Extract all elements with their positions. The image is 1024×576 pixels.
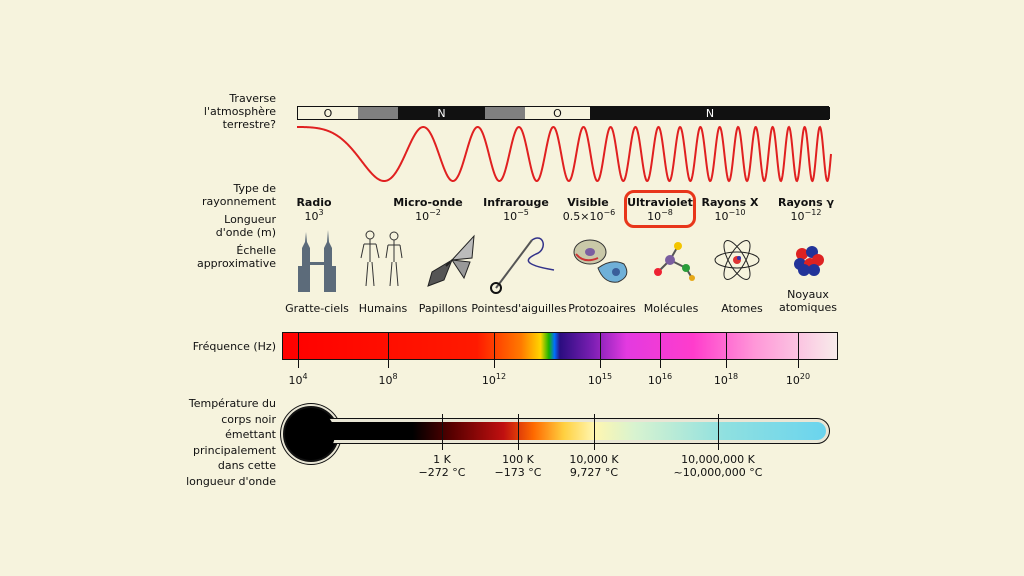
temp-tick (442, 414, 443, 450)
temp-tick (594, 414, 595, 450)
freq-tick-label: 104 (288, 372, 308, 388)
freq-tick (600, 332, 601, 368)
object-molecules: Molécules (643, 302, 699, 315)
wavelength-radio: 103 (304, 208, 324, 224)
atmo-segment-partial-1 (358, 107, 398, 119)
object-butterflies: Papillons (418, 302, 468, 315)
freq-tick-label: 1016 (647, 372, 673, 388)
band-rayons-gamma: Rayons γ (778, 196, 834, 209)
wavelength-visible: 0.5×10−6 (562, 208, 616, 224)
wavelength-ultraviolet: 10−8 (647, 208, 673, 224)
butterfly-icon (427, 234, 475, 287)
thermometer-tube (322, 422, 826, 440)
temp-tick (518, 414, 519, 450)
atmo-segment-partial-2 (485, 107, 525, 119)
object-protozoa: Protozoaires (568, 302, 636, 315)
temp-tick-label: 100 K−173 °C (494, 453, 542, 479)
freq-tick-label: 1020 (785, 372, 811, 388)
atmo-segment-transparent-2: N (590, 107, 830, 120)
freq-tick (660, 332, 661, 368)
temp-tick (718, 414, 719, 450)
freq-tick (388, 332, 389, 368)
temperature-label: Température du corps noir émettant princ… (186, 397, 276, 488)
atmo-segment-transparent-1: N (398, 107, 485, 120)
freq-tick (798, 332, 799, 368)
frequency-label: Fréquence (Hz) (192, 340, 276, 353)
protozoa-icon (573, 239, 628, 283)
freq-tick-label: 1018 (713, 372, 739, 388)
freq-tick (494, 332, 495, 368)
needle-icon (490, 237, 555, 294)
freq-tick (298, 332, 299, 368)
band-infrarouge: Infrarouge (483, 196, 549, 209)
wavelength-infrarouge: 10−5 (503, 208, 529, 224)
atmo-segment-opaque-1: O (298, 107, 358, 120)
band-radio: Radio (296, 196, 332, 209)
band-micro-onde: Micro-onde (393, 196, 463, 209)
wave-graphic (297, 125, 832, 183)
freq-tick-label: 108 (378, 372, 398, 388)
band-visible: Visible (567, 196, 609, 209)
object-needle-points: Pointesd'aiguilles (471, 302, 567, 315)
band-rayons-x: Rayons X (701, 196, 759, 209)
humans-icon (360, 230, 403, 287)
atmosphere-label: Traverse l'atmosphère terrestre? (203, 92, 276, 131)
wavelength-rayons-gamma: 10−12 (790, 208, 822, 224)
wavelength-rayons-x: 10−10 (714, 208, 746, 224)
wavelength-label: Longueur d'onde (m) (215, 213, 276, 239)
object-nuclei: Noyaux atomiques (778, 288, 837, 314)
radiation-type-label: Type de rayonnement (202, 182, 276, 208)
object-atoms: Atomes (721, 302, 763, 315)
object-skyscrapers: Gratte-ciels (285, 302, 349, 315)
skyscrapers-icon (298, 230, 336, 292)
ultraviolet-highlight-box (624, 190, 696, 228)
temp-tick-label: 10,000,000 K~10,000,000 °C (673, 453, 763, 479)
atmosphere-bar: O N O N (297, 106, 830, 120)
molecule-icon (654, 242, 695, 281)
nucleus-icon (794, 246, 824, 276)
temp-tick-label: 1 K−272 °C (418, 453, 466, 479)
frequency-spectrum-bar (282, 332, 838, 360)
freq-tick-label: 1012 (481, 372, 507, 388)
band-ultraviolet: Ultraviolet (627, 196, 693, 209)
atmo-segment-opaque-2: O (525, 107, 590, 120)
atom-icon (714, 240, 760, 280)
wavelength-micro-onde: 10−2 (415, 208, 441, 224)
object-humans: Humains (358, 302, 408, 315)
freq-tick-label: 1015 (587, 372, 613, 388)
scale-label: Échelle approximative (196, 244, 276, 270)
freq-tick (726, 332, 727, 368)
thermometer-bulb-fill (287, 410, 335, 458)
